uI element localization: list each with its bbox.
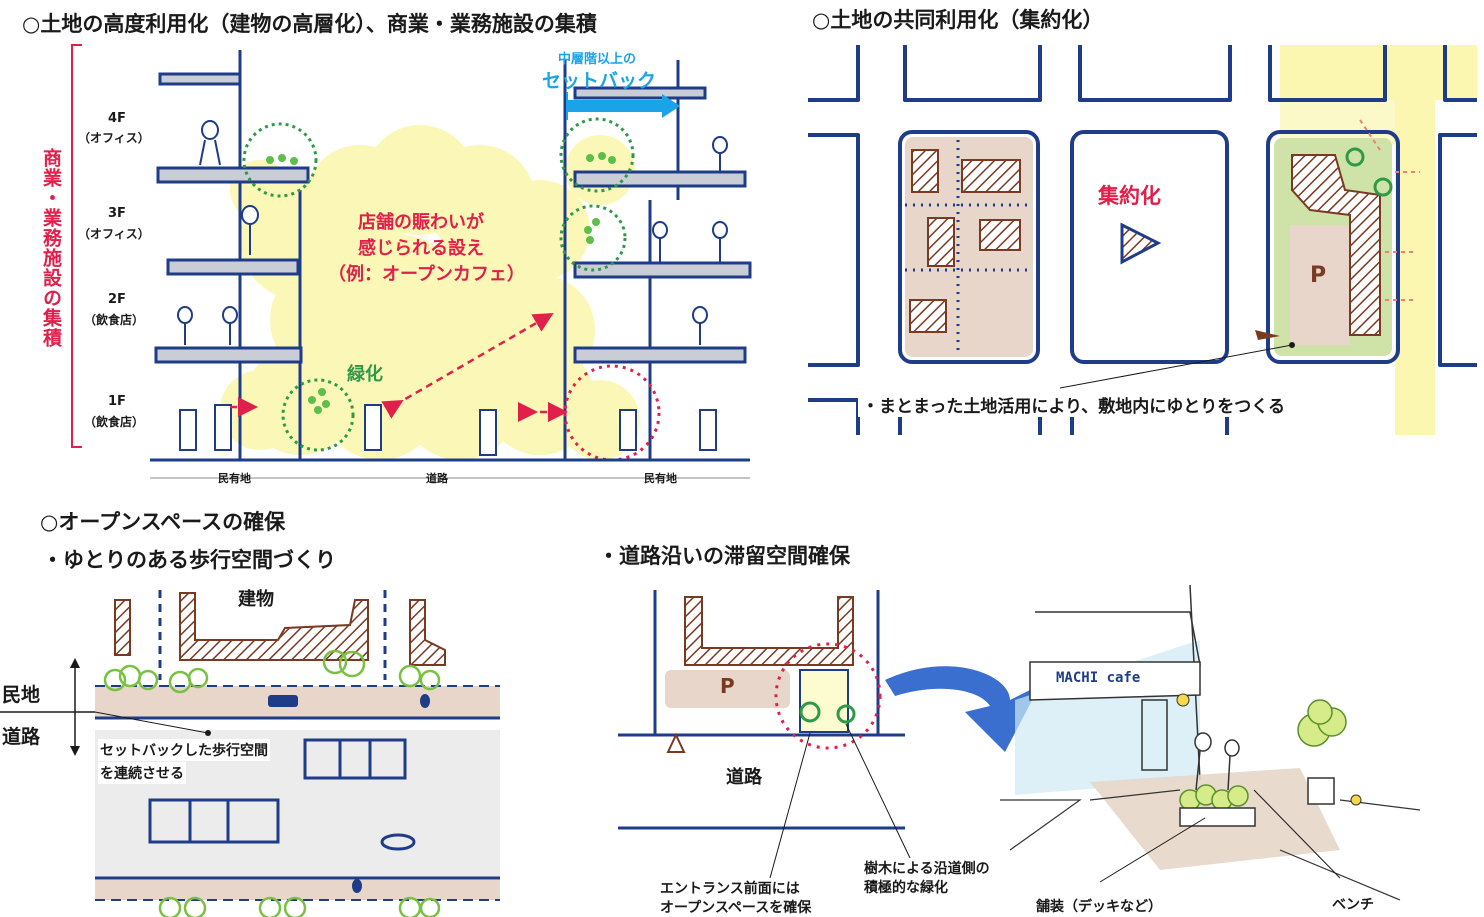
trees-note-line1: 樹木による沿道側の <box>864 861 990 877</box>
plant-dots <box>266 152 616 414</box>
setback-caption-small: 中層階以上の <box>558 52 637 67</box>
floor-2f-label: 2F <box>108 292 126 307</box>
paving-label: 舗装（デッキなど） <box>1036 899 1162 915</box>
floor-1f-label: 1F <box>108 394 126 409</box>
setback-note-line1: セットバックした歩行空間 <box>98 739 270 761</box>
right-building <box>563 60 752 460</box>
road-label-panel4: 道路 <box>726 767 762 788</box>
ground-label-private-right: 民有地 <box>644 472 677 485</box>
setback-arrow <box>566 92 680 120</box>
people-sketches <box>177 120 728 456</box>
greening-label: 緑化 <box>347 364 383 385</box>
left-building <box>154 50 310 460</box>
parking-label-panel2: P <box>1310 263 1327 288</box>
panel1-section-drawing <box>71 44 752 479</box>
floor-3f-label: 3F <box>108 206 126 221</box>
heading-consolidation: ○土地の共同利用化（集約化） <box>812 8 1104 32</box>
panel4-plan-drawing <box>618 590 1040 879</box>
bench-label: ベンチ <box>1332 897 1374 913</box>
ground-label-road: 道路 <box>426 472 448 485</box>
cafe-sign: MACHI cafe <box>1056 670 1141 686</box>
heading-roadside: ・道路沿いの滞留空間確保 <box>598 544 850 568</box>
heading-walkway: ・ゆとりのある歩行空間づくり <box>42 548 336 572</box>
consolidation-arrow <box>1120 222 1162 265</box>
heading-open-space: ○オープンスペースの確保 <box>40 510 286 534</box>
entrance-note-line1: エントランス前面には <box>660 881 800 897</box>
trees-note-line2: 積極的な緑化 <box>864 880 948 896</box>
floor-1f-use: （飲食店） <box>84 415 145 429</box>
road-label-panel3: 道路 <box>2 726 41 748</box>
pink-arrows <box>230 312 568 422</box>
panel5-cafe-perspective <box>1000 584 1421 901</box>
floor-4f-label: 4F <box>108 111 126 126</box>
setback-note-line2: を連続させる <box>98 762 186 784</box>
floor-3f-use: （オフィス） <box>78 227 150 241</box>
entrance-note-line2: オープンスペースを確保 <box>660 900 812 916</box>
heading-high-rise: ○土地の高度利用化（建物の高層化）、商業・業務施設の集積 <box>22 12 597 36</box>
private-land-label: 民地 <box>2 684 41 706</box>
panel3-plan-drawing <box>0 580 500 917</box>
panel2-plan-drawing <box>805 45 1477 435</box>
lively-caption-line3: （例：オープンカフェ） <box>328 264 525 285</box>
side-label-commercial: 商業・業務施設の集積 <box>40 148 62 348</box>
floor-2f-use: （飲食店） <box>84 313 145 327</box>
lively-caption-line2: 感じられる設え <box>358 238 484 259</box>
building-label: 建物 <box>238 589 274 610</box>
red-bracket <box>71 44 82 448</box>
lively-caption-line1: 店舗の賑わいが <box>358 212 484 233</box>
consolidation-label: 集約化 <box>1098 184 1161 208</box>
greening-circles <box>242 117 635 452</box>
ground-label-private-left: 民有地 <box>218 472 251 485</box>
consolidation-caption: ・まとまった土地活用により、敷地内にゆとりをつくる <box>858 392 1289 417</box>
blue-curved-arrow <box>885 666 1040 752</box>
parking-label-panel4: P <box>720 674 735 698</box>
floor-4f-use: （オフィス） <box>78 131 150 145</box>
setback-caption-large: セットバック <box>542 70 657 92</box>
